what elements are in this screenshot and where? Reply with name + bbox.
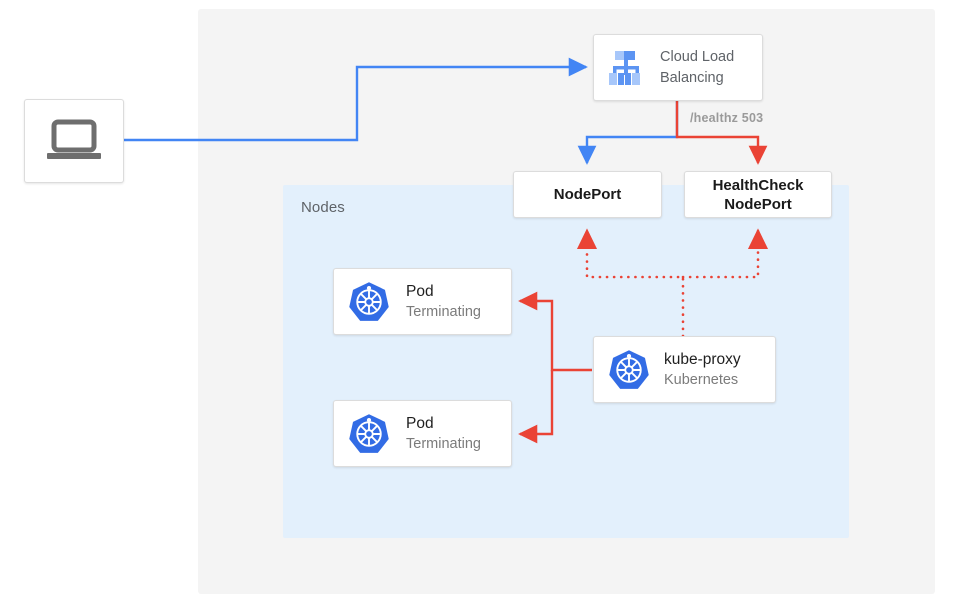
healthcheck-nodeport-line1: HealthCheck (712, 176, 804, 194)
clb-label-line1: Cloud Load (660, 48, 735, 65)
edge-kubeproxy-to-nodeports-dotted (576, 228, 685, 338)
cloud-load-balancing-icon (609, 50, 640, 85)
edge-clb-to-healthcheck-nodeport (675, 101, 768, 165)
nodeport-label: NodePort (553, 186, 622, 203)
nodes-panel-label: Nodes (301, 199, 345, 216)
pod-2-title: Pod (406, 414, 434, 432)
edge-kubeproxy-to-pod-1 (518, 291, 592, 372)
kube-proxy-subtitle: Kubernetes (664, 371, 739, 388)
healthcheck-nodeport-line2: NodePort (724, 195, 792, 213)
pod-2-status: Terminating (406, 435, 481, 452)
laptop-icon (47, 119, 101, 159)
edge-kubeproxy-to-pod-2 (518, 370, 554, 444)
kubernetes-icon (349, 281, 389, 321)
cloud-load-balancing-label: Cloud Load Balancing (660, 47, 734, 89)
pod-node-1[interactable]: Pod Terminating (333, 268, 512, 335)
nodeport-node[interactable]: NodePort (513, 171, 662, 218)
edge-kubeproxy-to-healthcheck-dotted (681, 228, 769, 279)
edge-client-to-clb (124, 57, 588, 142)
healthcheck-nodeport-node[interactable]: HealthCheck NodePort (684, 171, 832, 218)
pod-1-title: Pod (406, 282, 434, 300)
kube-proxy-labels: kube-proxy Kubernetes (664, 349, 741, 391)
kube-proxy-title: kube-proxy (664, 350, 741, 368)
clb-label-line2: Balancing (660, 69, 724, 86)
healthz-edge-label: /healthz 503 (690, 111, 764, 125)
pod-2-labels: Pod Terminating (406, 413, 481, 455)
pod-node-2[interactable]: Pod Terminating (333, 400, 512, 467)
healthcheck-nodeport-label: HealthCheck NodePort (713, 176, 804, 214)
pod-1-status: Terminating (406, 303, 481, 320)
kube-proxy-node[interactable]: kube-proxy Kubernetes (593, 336, 776, 403)
edge-clb-to-nodeport (577, 101, 679, 165)
cloud-load-balancing-node[interactable]: Cloud Load Balancing (593, 34, 763, 101)
client-node[interactable] (24, 99, 124, 183)
kubernetes-icon (349, 413, 389, 453)
pod-1-labels: Pod Terminating (406, 281, 481, 323)
kubernetes-icon (609, 349, 649, 389)
